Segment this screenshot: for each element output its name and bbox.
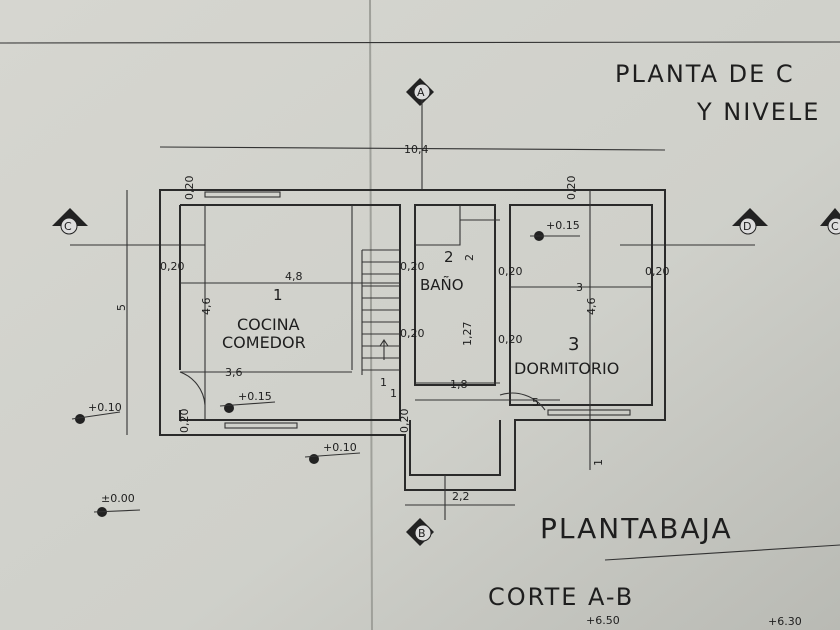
dim-one-a: 1	[390, 387, 397, 400]
dim-one-b: 1	[592, 459, 605, 466]
dim-kitchen-width: 4,8	[285, 270, 303, 283]
dim-total-height: 5	[115, 304, 128, 311]
dim-wall-6: 0,20	[645, 265, 670, 278]
level-marker: ±0.00	[93, 492, 141, 517]
dim-wall-1: 0,20	[160, 260, 185, 273]
sheet-title-line2: Y NIVELE	[696, 98, 820, 126]
section-marker-c-left: C	[52, 208, 205, 246]
dim-kitchen-lower: 3,6	[225, 366, 243, 379]
level-marker: +0.15	[530, 219, 580, 241]
section-marker-c-right: C	[820, 208, 840, 235]
svg-text:A: A	[417, 86, 425, 99]
section-marker-a: A	[406, 78, 434, 190]
svg-text:+0.15: +0.15	[546, 219, 580, 232]
section-marker-b: B	[406, 518, 434, 546]
dim-wall-8: 0,20	[565, 176, 578, 201]
svg-text:+0.15: +0.15	[238, 390, 272, 403]
plan-title: PLANTABAJA	[540, 512, 733, 545]
room-1-name-line1: COCINA	[237, 315, 300, 334]
svg-text:+0.10: +0.10	[323, 441, 357, 454]
walls	[159, 189, 666, 491]
section-level-a: +6.50	[586, 614, 620, 627]
dim-bed-width: 3	[576, 281, 583, 294]
svg-text:+0.10: +0.10	[88, 401, 122, 414]
svg-text:C: C	[831, 220, 839, 233]
dim-wall-5: 0,20	[498, 333, 523, 346]
dim-wall-3: 0,20	[400, 327, 425, 340]
dim-total-width: 10,4	[404, 143, 429, 156]
dim-wall-2: 0,20	[400, 260, 425, 273]
section-level-b: +6.30	[768, 615, 802, 628]
svg-text:B: B	[418, 527, 426, 540]
room-1-number: 1	[273, 286, 283, 304]
dim-wall-10: 0,20	[398, 409, 411, 434]
level-marker: +0.10	[71, 401, 122, 424]
room-2-number: 2	[444, 248, 454, 266]
frame-line	[0, 41, 840, 44]
dim-bed-height: 4,6	[585, 298, 598, 316]
room-3-name: DORMITORIO	[514, 359, 619, 378]
level-marker: +0.15	[219, 390, 276, 413]
paper-fold	[369, 0, 373, 630]
dim-hall-width: 1,8	[450, 378, 468, 391]
svg-text:±0.00: ±0.00	[101, 492, 135, 505]
dim-bath-height: 1,27	[461, 322, 474, 347]
dim-two: 2	[463, 254, 476, 261]
level-marker: +0.10	[304, 441, 361, 464]
svg-text:C: C	[64, 220, 72, 233]
room-1-name-line2: COMEDOR	[222, 333, 306, 352]
sheet-title-line1: PLANTA DE C	[615, 60, 795, 88]
section-line	[604, 544, 840, 561]
dim-five: 5	[532, 396, 539, 409]
dim-kitchen-height: 4,6	[200, 298, 213, 316]
svg-text:D: D	[743, 220, 751, 233]
section-marker-d: D	[620, 208, 768, 246]
room-2-name: BAÑO	[420, 275, 464, 294]
section-title: CORTE A-B	[488, 583, 634, 611]
dim-wall-7: 0,20	[183, 176, 196, 201]
dim-stair-width: 1	[380, 376, 387, 389]
room-3-number: 3	[568, 334, 579, 355]
dim-wall-9: 0,20	[178, 409, 191, 434]
dim-bottom-width: 2,2	[452, 490, 470, 503]
dim-wall-4: 0,20	[498, 265, 523, 278]
